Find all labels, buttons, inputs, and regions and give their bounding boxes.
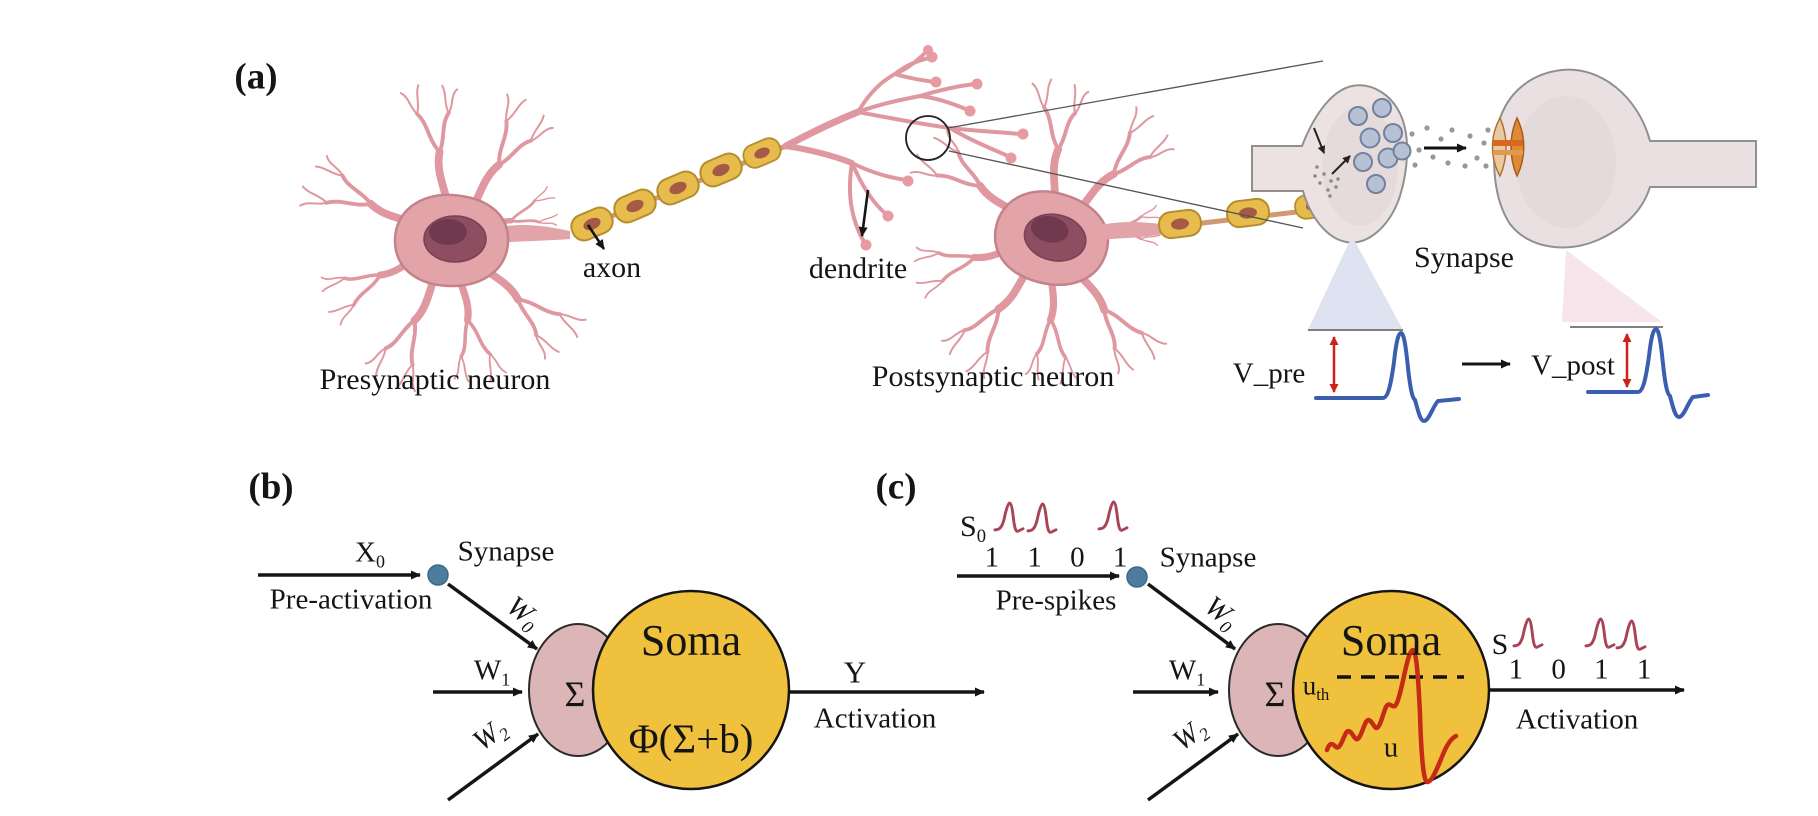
v-pre-waveform (1314, 330, 1461, 424)
b-weight2-arrow (446, 732, 540, 802)
c-synapse-label: Synapse (1159, 541, 1257, 574)
panel-a-tag: (a) (234, 56, 278, 98)
b-synapse-dot (427, 564, 449, 586)
c-output-bits: 1 0 1 1 (1508, 653, 1654, 686)
postsynaptic-neuron-label: Postsynaptic neuron (871, 360, 1115, 393)
cleft-neurotransmitters (1409, 125, 1491, 169)
b-output-caption: Activation (813, 702, 937, 735)
synapse-inset (1251, 68, 1757, 249)
v-post-waveform (1586, 326, 1710, 420)
b-synapse-label: Synapse (457, 535, 555, 568)
receptor-channel (1491, 116, 1525, 178)
b-soma-title: Soma (640, 616, 742, 665)
c-synapse-dot (1126, 566, 1148, 588)
v-pre-label: V_pre (1232, 357, 1306, 390)
synaptic-vesicles (1348, 98, 1412, 194)
magnifier-callout (905, 60, 1324, 229)
postsynaptic-terminal (1493, 68, 1757, 249)
c-input-signal-label: S0 (960, 510, 986, 547)
b-input-signal-label: X0 (355, 536, 385, 572)
synapse-inset-label: Synapse (1414, 241, 1514, 274)
neurotransmitter-dust (1313, 165, 1340, 198)
label-arrows (586, 189, 870, 250)
panel-b-tag: (b) (248, 466, 294, 508)
magnifier-circle-icon (905, 115, 951, 161)
c-threshold-label: uth (1302, 670, 1330, 704)
presynaptic-neuron-label: Presynaptic neuron (319, 363, 551, 396)
presynaptic-terminal (1251, 84, 1409, 244)
b-input-caption: Pre-activation (269, 583, 433, 616)
c-weight0-arrow (1146, 582, 1237, 651)
c-membrane-label: u (1383, 731, 1399, 764)
c-sum-symbol: Σ (1264, 674, 1286, 714)
presynaptic-neuron-illustration (296, 79, 589, 396)
terminal-bulbs (860, 45, 1029, 251)
c-soma-title: Soma (1340, 616, 1442, 665)
c-output-spike-icons (1512, 617, 1647, 651)
c-input-caption: Pre-spikes (995, 584, 1117, 617)
v-post-label: V_post (1531, 349, 1615, 382)
vesicle-arrows (1313, 127, 1351, 175)
c-input-spike-icons (993, 500, 1129, 534)
b-weight0-arrow (446, 582, 539, 651)
b-sum-symbol: Σ (564, 674, 586, 714)
c-input-bits: 1 1 0 1 (984, 541, 1130, 574)
myelinated-axon (566, 133, 787, 246)
b-soma-circle (591, 589, 791, 791)
axon-terminal-arbor (782, 45, 1029, 251)
voltage-trace-panel (1308, 236, 1710, 424)
c-weight2-arrow (1146, 732, 1240, 802)
panel-b-diagram (258, 564, 985, 802)
presynaptic-projection-cone (1308, 236, 1403, 330)
postsynaptic-projection-cone (1562, 250, 1662, 322)
c-weight1-label: W1 (1168, 654, 1206, 690)
panel-c-tag: (c) (875, 466, 917, 508)
panel-c-diagram (957, 500, 1685, 802)
b-soma-function: Φ(Σ+b) (628, 715, 754, 762)
dendrite-label: dendrite (808, 252, 908, 285)
c-output-caption: Activation (1515, 703, 1639, 736)
axon-label: axon (582, 251, 642, 284)
c-output-signal-label: S (1491, 628, 1509, 661)
b-output-signal-label: Y (843, 654, 867, 690)
b-weight1-label: W1 (473, 654, 511, 690)
c-membrane-potential-trace (1324, 647, 1459, 785)
